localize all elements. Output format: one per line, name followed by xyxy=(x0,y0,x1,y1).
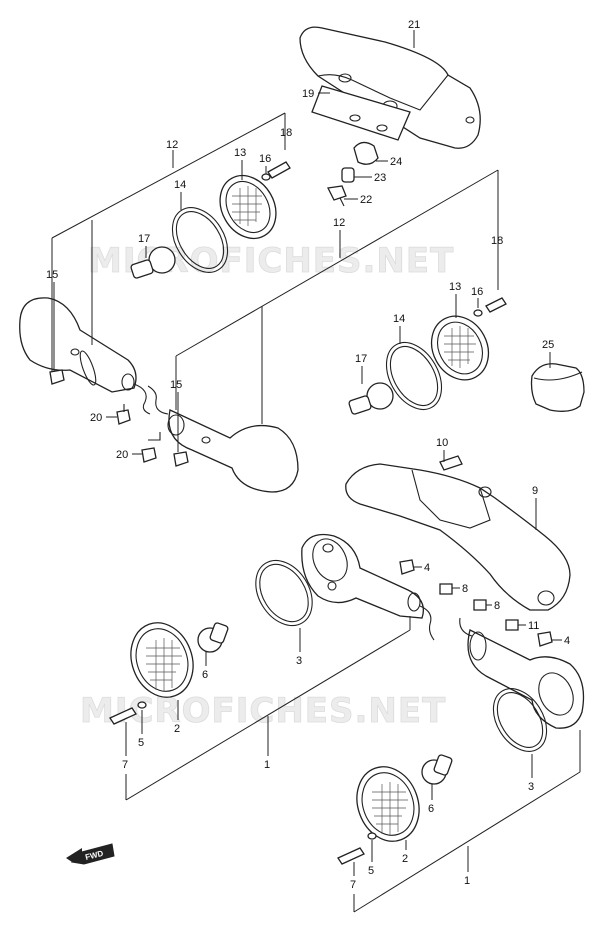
callout-16: 16 xyxy=(259,153,271,165)
callout-4: 4 xyxy=(424,562,430,574)
callout-14: 14 xyxy=(393,313,405,325)
callout-18: 18 xyxy=(280,127,292,139)
callout-7: 7 xyxy=(122,759,128,771)
callout-17: 17 xyxy=(138,233,150,245)
part-8-grommet-b[interactable] xyxy=(473,599,487,611)
callout-13: 13 xyxy=(234,147,246,159)
part-18-screw-upper[interactable] xyxy=(267,161,291,179)
callout-18: 18 xyxy=(491,235,503,247)
part-7-screw-lower-left[interactable] xyxy=(109,707,137,725)
part-17-bulb-upper[interactable] xyxy=(130,246,176,279)
part-10-screw[interactable] xyxy=(439,455,463,471)
part-5-washer-lower-right[interactable] xyxy=(367,832,377,840)
callout-13: 13 xyxy=(449,281,461,293)
callout-5: 5 xyxy=(368,865,374,877)
part-23-collar[interactable] xyxy=(341,167,355,183)
watermark-lower: MICROFICHES.NET xyxy=(80,691,446,731)
callout-8: 8 xyxy=(462,583,468,595)
callout-7: 7 xyxy=(350,879,356,891)
part-17-bulb-middle[interactable] xyxy=(348,382,394,415)
part-3-gasket-lower-right[interactable] xyxy=(482,679,557,761)
callout-6: 6 xyxy=(202,669,208,681)
callout-9: 9 xyxy=(532,485,538,497)
part-14-gasket-middle[interactable] xyxy=(375,333,453,419)
callout-25: 25 xyxy=(542,339,554,351)
callout-3: 3 xyxy=(296,655,302,667)
callout-17: 17 xyxy=(355,353,367,365)
turn-signal-lower-right-housing[interactable] xyxy=(459,617,585,729)
leader-lines xyxy=(51,30,581,913)
callout-1: 1 xyxy=(464,875,470,887)
callout-20: 20 xyxy=(90,412,102,424)
turn-signal-middle-body[interactable] xyxy=(147,385,299,493)
turn-signal-upper-left-body[interactable] xyxy=(19,297,151,415)
forward-direction-arrow-icon: FWD xyxy=(66,843,115,865)
part-15-screw-middle[interactable] xyxy=(173,451,189,467)
callout-4: 4 xyxy=(564,635,570,647)
callout-2: 2 xyxy=(174,723,180,735)
turn-signal-lower-left-housing[interactable] xyxy=(301,533,435,641)
callout-14: 14 xyxy=(174,179,186,191)
part-7-screw-lower-right[interactable] xyxy=(337,847,365,865)
part-4-screw-b[interactable] xyxy=(537,631,553,647)
callout-12: 12 xyxy=(166,139,178,151)
part-9-bracket[interactable] xyxy=(345,463,571,611)
callout-12: 12 xyxy=(333,217,345,229)
part-20-screw-middle[interactable] xyxy=(141,432,161,463)
part-2-lens-lower-left[interactable] xyxy=(121,614,203,706)
callout-8: 8 xyxy=(494,600,500,612)
part-14-gasket-upper[interactable] xyxy=(161,198,239,283)
fwd-label: FWD xyxy=(84,849,104,862)
part-20-screw-upper[interactable] xyxy=(116,404,131,425)
part-6-bulb-lower-right[interactable] xyxy=(421,754,453,785)
part-25-relay[interactable] xyxy=(530,363,585,412)
callout-19: 19 xyxy=(302,88,314,100)
part-18-screw-middle[interactable] xyxy=(485,297,507,313)
part-2-lens-lower-right[interactable] xyxy=(347,758,429,850)
callout-22: 22 xyxy=(360,194,372,206)
part-15-screw-upper[interactable] xyxy=(49,369,65,385)
callout-10: 10 xyxy=(436,437,448,449)
part-4-screw-a[interactable] xyxy=(399,559,415,575)
callout-labels: 21 19 12 18 13 16 24 23 22 14 17 12 18 1… xyxy=(46,19,570,891)
part-13-lens-middle[interactable] xyxy=(421,306,500,390)
part-22-bolt[interactable] xyxy=(327,185,347,207)
callout-3: 3 xyxy=(528,781,534,793)
part-19-plate[interactable] xyxy=(311,85,411,141)
callout-15: 15 xyxy=(46,269,58,281)
part-3-gasket-lower-left[interactable] xyxy=(244,550,323,636)
part-5-washer-lower-left[interactable] xyxy=(137,701,147,709)
callout-21: 21 xyxy=(408,19,420,31)
part-21-rear-cover[interactable] xyxy=(299,26,481,149)
part-13-lens-upper[interactable] xyxy=(209,165,287,248)
part-16-washer-upper[interactable] xyxy=(261,173,271,181)
callout-24: 24 xyxy=(390,156,402,168)
part-6-bulb-lower-left[interactable] xyxy=(197,622,229,653)
callout-6: 6 xyxy=(428,803,434,815)
callout-1: 1 xyxy=(264,759,270,771)
callout-20: 20 xyxy=(116,449,128,461)
part-16-washer-middle[interactable] xyxy=(473,309,483,317)
callout-23: 23 xyxy=(374,172,386,184)
part-8-grommet-a[interactable] xyxy=(439,583,453,595)
part-24-grommet[interactable] xyxy=(353,141,379,165)
callout-5: 5 xyxy=(138,737,144,749)
callout-15: 15 xyxy=(170,379,182,391)
part-11-nut[interactable] xyxy=(505,619,519,631)
callout-2: 2 xyxy=(402,853,408,865)
callout-16: 16 xyxy=(471,286,483,298)
callout-11: 11 xyxy=(528,620,539,632)
